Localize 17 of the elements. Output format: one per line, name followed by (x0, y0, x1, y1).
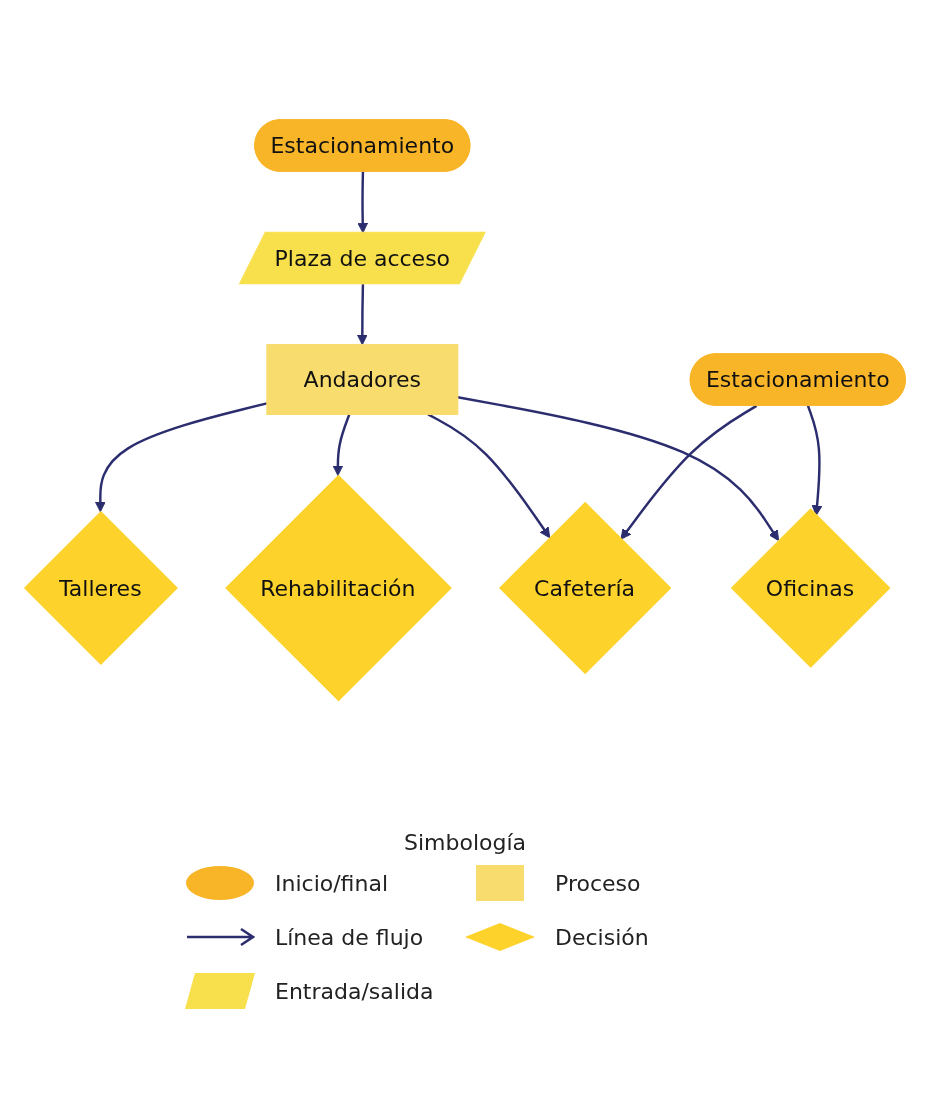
node-diamond: Rehabilitación (225, 474, 452, 702)
arrow (332, 413, 351, 476)
node-diamond: Talleres (23, 510, 178, 665)
node-box: Andadores (266, 343, 459, 415)
arrow (806, 405, 823, 516)
arrow (427, 413, 551, 538)
node-diamond: Oficinas (730, 508, 891, 668)
arrow (457, 395, 780, 541)
legend-text: Línea de flujo (275, 924, 424, 950)
legend-text: Decisión (555, 924, 649, 950)
node-diamond: Cafetería (499, 501, 672, 675)
legend-title: Simbología (402, 830, 528, 855)
arrow (620, 404, 758, 540)
legend-text: Inicio/final (275, 870, 389, 896)
arrow (356, 284, 368, 346)
legend-text: Proceso (555, 870, 641, 896)
legend-text: Entrada/salida (275, 978, 434, 1004)
